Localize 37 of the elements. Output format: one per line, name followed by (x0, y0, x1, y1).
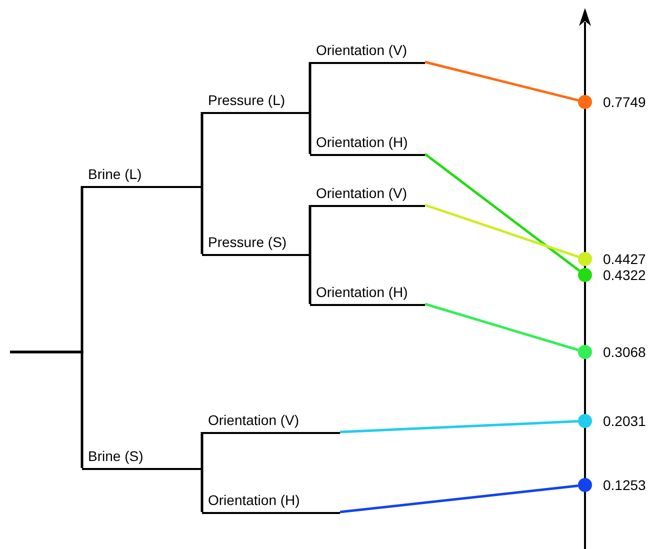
tree-branch (200, 468, 204, 512)
value-dot (578, 478, 592, 492)
connector-line (424, 60, 578, 102)
branch-label: Orientation (H) (310, 132, 425, 156)
value-dot (578, 345, 592, 359)
tree-branch (200, 186, 204, 254)
tree-branch (10, 350, 84, 468)
tree-branch (200, 432, 204, 468)
tree-branch (308, 205, 312, 254)
connector-line (340, 420, 578, 434)
value-label: 0.1253 (603, 477, 646, 493)
connector-line (424, 204, 579, 258)
branch-label: Orientation (H) (202, 490, 340, 514)
tree-branch (308, 62, 312, 112)
branch-label: Brine (S) (82, 446, 202, 470)
branch-label: Orientation (H) (310, 282, 425, 306)
value-dot (578, 95, 592, 109)
branch-label: Pressure (S) (202, 232, 310, 256)
value-dot (578, 252, 592, 266)
branch-label: Orientation (V) (310, 183, 425, 207)
branch-label: Orientation (V) (310, 40, 425, 64)
value-label: 0.2031 (603, 413, 646, 429)
tree-branch (308, 112, 312, 154)
value-label: 0.3068 (603, 344, 646, 360)
value-dot (578, 268, 592, 282)
branch-label: Brine (L) (82, 164, 202, 188)
branch-label: Orientation (V) (202, 410, 340, 434)
tree-branch (308, 254, 312, 304)
tree-branch (200, 112, 204, 186)
connector-line (424, 302, 579, 352)
value-label: 0.4322 (603, 267, 646, 283)
connector-line (340, 484, 578, 514)
value-label: 0.4427 (603, 251, 646, 267)
connector-line (424, 153, 580, 272)
value-label: 0.7749 (603, 94, 646, 110)
value-dot (578, 414, 592, 428)
branch-label: Pressure (L) (202, 90, 310, 114)
